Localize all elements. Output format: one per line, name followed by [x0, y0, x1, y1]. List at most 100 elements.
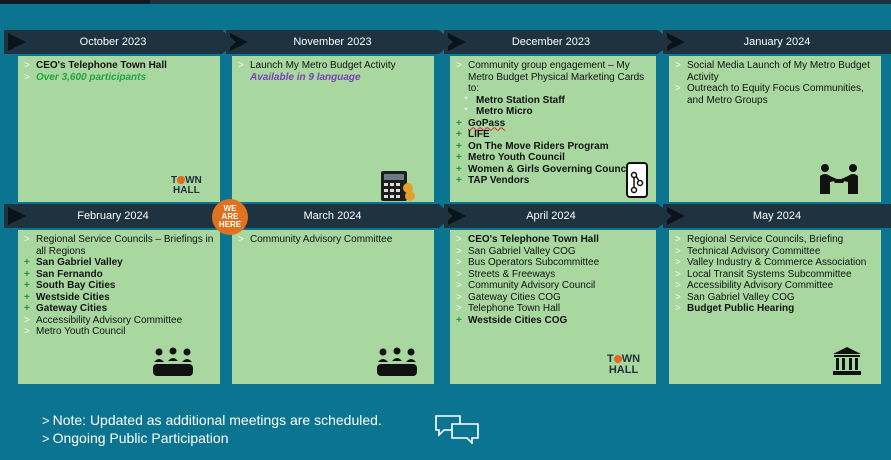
- row1-header: October 2023 November 2023 December 2023…: [4, 30, 891, 54]
- item-text: Bus Operators Subcommittee: [468, 257, 600, 268]
- townhall-text: WN: [185, 175, 202, 186]
- townhall-text: T: [607, 353, 614, 365]
- bullet-marker: >: [456, 257, 462, 268]
- list-item: > Accessibility Advisory Committee: [22, 315, 214, 327]
- month-header: December 2023: [444, 30, 672, 54]
- item-text: Available in 9 language: [250, 71, 361, 83]
- list-item: * Metro Micro: [454, 106, 650, 118]
- list-item: > CEO's Telephone Town Hall: [22, 60, 214, 72]
- list-item: + GoPass: [454, 118, 650, 130]
- bullet-marker: >: [238, 234, 244, 245]
- item-text: Outreach to Equity Focus Communities, an…: [687, 83, 864, 106]
- top-bar-accent: [0, 0, 150, 4]
- item-text: Community Advisory Council: [468, 280, 596, 291]
- bullet-marker: >: [675, 268, 681, 280]
- list-item: >Outreach to Equity Focus Communities, a…: [673, 83, 875, 106]
- list-item: >Regional Service Councils – Briefings i…: [22, 234, 214, 257]
- bullet-marker: +: [456, 152, 462, 163]
- item-list: > Community Advisory Committee: [236, 234, 428, 246]
- month-label: February 2024: [77, 210, 149, 222]
- card-march-2024: > Community Advisory Committee: [232, 230, 434, 384]
- bullet-marker: *: [464, 94, 468, 106]
- list-item: + Westside Cities COG: [454, 315, 650, 327]
- item-text: Budget Public Hearing: [687, 303, 795, 314]
- bullet-marker: +: [24, 303, 30, 314]
- row2-header: February 2024 March 2024 April 2024 May …: [4, 204, 891, 228]
- item-text: San Gabriel Valley: [36, 257, 123, 268]
- list-item: Available in 9 language: [236, 72, 428, 84]
- item-text: Community group engagement – My Metro Bu…: [468, 60, 645, 94]
- bullet-marker: +: [456, 129, 462, 140]
- bullet-marker: >: [456, 303, 462, 314]
- note-line: >Note: Updated as additional meetings ar…: [42, 412, 382, 428]
- bullet-marker: >: [456, 280, 462, 291]
- item-text: Metro Micro: [476, 106, 533, 117]
- month-header: May 2024: [663, 204, 891, 228]
- list-item: >Metro Youth Council: [22, 326, 214, 338]
- bullet-marker: +: [456, 175, 462, 186]
- list-item: +Gateway Cities: [22, 303, 214, 315]
- item-text: LIFE: [468, 129, 490, 140]
- month-label: April 2024: [526, 210, 576, 222]
- list-item: > Local Transit Systems Subcommittee: [673, 269, 875, 281]
- month-header: October 2023: [4, 30, 236, 54]
- note-marker: >: [42, 413, 50, 428]
- item-text: GoPass: [468, 117, 506, 129]
- item-text: Over 3,600 participants: [36, 71, 147, 83]
- townhall-text: HALL: [173, 185, 200, 196]
- list-item: +On The Move Riders Program: [454, 141, 650, 153]
- list-item: >Launch My Metro Budget Activity: [236, 60, 428, 72]
- list-item: +San Fernando: [22, 269, 214, 281]
- list-item: + San Gabriel Valley: [22, 257, 214, 269]
- bullet-marker: +: [24, 257, 30, 268]
- list-item: > Social Media Launch of My Metro Budget …: [673, 60, 875, 83]
- item-text: Accessibility Advisory Committee: [687, 280, 834, 291]
- item-text: Social Media Launch of My Metro Budget A…: [687, 60, 870, 83]
- item-text: Community Advisory Committee: [250, 234, 393, 245]
- townhall-text: WN: [621, 353, 641, 365]
- item-text: Westside Cities COG: [468, 314, 568, 326]
- item-text: Regional Service Councils, Briefing: [687, 234, 844, 245]
- item-text: Metro Station Staff: [476, 94, 565, 106]
- list-item: >Streets & Freeways: [454, 269, 650, 281]
- list-item: +South Bay Cities: [22, 280, 214, 292]
- item-text: Metro Youth Council: [468, 152, 565, 163]
- list-item: + TAP Vendors: [454, 175, 650, 187]
- bullet-marker: >: [675, 291, 681, 303]
- item-text: Technical Advisory Committee: [687, 245, 821, 257]
- item-text: Regional Service Councils – Briefings in…: [36, 234, 214, 257]
- chevron-icon: [8, 207, 26, 225]
- card-january-2024: > Social Media Launch of My Metro Budget …: [669, 56, 881, 202]
- bullet-marker: >: [456, 234, 462, 245]
- item-list: > Regional Service Councils – Briefings i…: [22, 234, 214, 338]
- list-item: >CEO's Telephone Town Hall: [454, 234, 650, 246]
- list-item: +Women & Girls Governing Council: [454, 164, 650, 176]
- badge-line: HERE: [218, 220, 242, 229]
- bullet-marker: >: [24, 326, 30, 337]
- item-text: Gateway Cities COG: [468, 291, 561, 303]
- item-text: San Gabriel Valley COG: [468, 245, 576, 257]
- bullet-marker: >: [24, 60, 30, 71]
- bullet-marker: *: [464, 106, 468, 117]
- card-december-2023: >Community group engagement – My Metro B…: [450, 56, 656, 202]
- item-text: TAP Vendors: [468, 175, 530, 186]
- item-text: Accessibility Advisory Committee: [36, 314, 183, 326]
- month-label: January 2024: [743, 36, 811, 48]
- bullet-marker: >: [675, 60, 681, 71]
- card-may-2024: >Regional Service Councils, Briefing>Tec…: [669, 230, 881, 384]
- note-marker: >: [42, 431, 50, 446]
- bullet-marker: >: [24, 314, 30, 326]
- list-item: > Bus Operators Subcommittee: [454, 257, 650, 269]
- list-item: * Metro Station Staff: [454, 95, 650, 107]
- item-text: CEO's Telephone Town Hall: [36, 60, 167, 71]
- list-item: >Regional Service Councils, Briefing: [673, 234, 875, 246]
- bullet-marker: +: [456, 140, 462, 152]
- bullet-marker: >: [675, 257, 681, 268]
- item-text: Valley Industry & Commerce Association: [687, 257, 867, 268]
- list-item: >Gateway Cities COG: [454, 292, 650, 304]
- item-text: Women & Girls Governing Council: [468, 163, 632, 175]
- bullet-marker: +: [456, 117, 462, 129]
- bullet-marker: +: [456, 314, 462, 326]
- item-text: Local Transit Systems Subcommittee: [687, 268, 852, 280]
- item-list: >CEO's Telephone Town Hall>San Gabriel V…: [454, 234, 650, 326]
